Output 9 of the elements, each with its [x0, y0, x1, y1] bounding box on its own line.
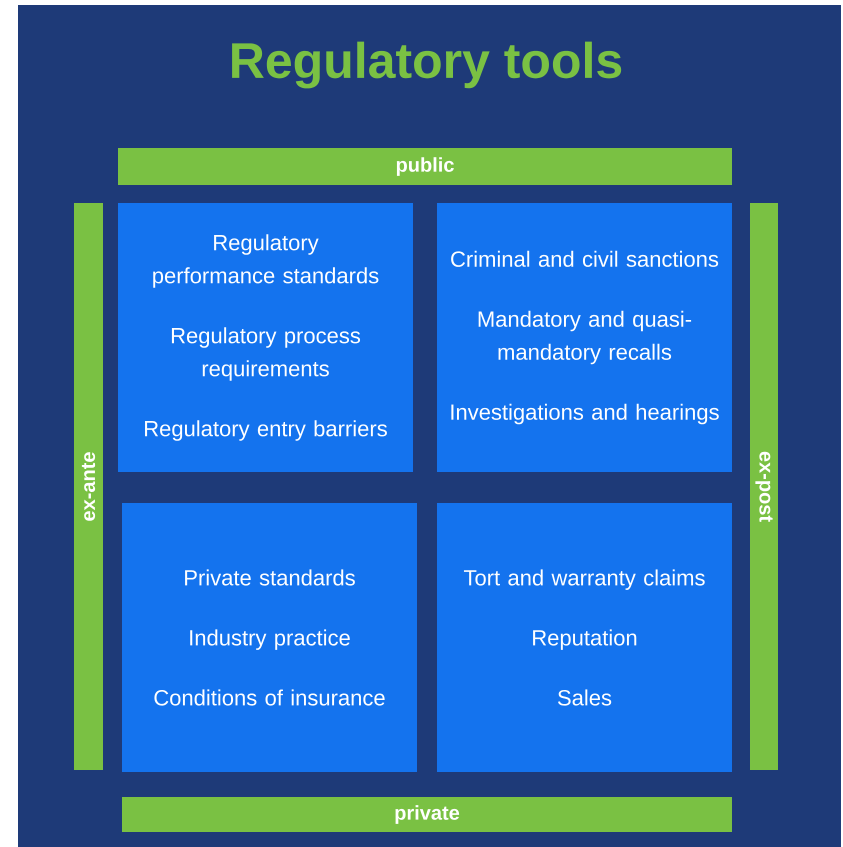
label-band: private — [122, 797, 732, 832]
label-band: public — [118, 148, 732, 185]
text-box: Regulatory performance standards Regulatory process requirements Regulatory entry barriers — [118, 203, 413, 472]
label-band: ex-ante — [74, 203, 103, 770]
text-box: Criminal and civil sanctions Mandatory and quasi-mandatory recalls Investigations and hearings — [437, 203, 732, 472]
text-box: Tort and warranty claims Reputation Sales — [437, 503, 732, 772]
title: Regulatory tools — [232, 42, 622, 88]
text-box: Private standards Industry practice Conditions of insurance — [122, 503, 417, 772]
label-band: ex-post — [750, 203, 778, 770]
